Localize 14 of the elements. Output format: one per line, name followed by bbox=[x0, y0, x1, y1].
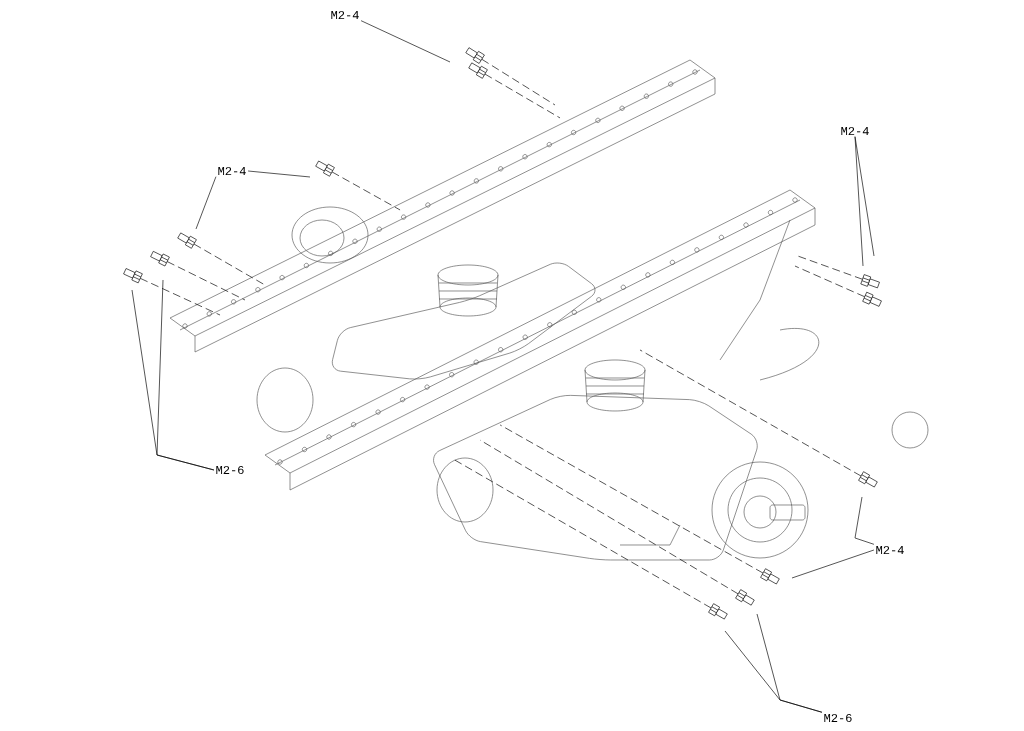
part-label: M2-4 bbox=[218, 167, 246, 175]
leader-line bbox=[854, 136, 864, 267]
part-label: M2-4 bbox=[331, 11, 359, 19]
leader-line bbox=[156, 279, 215, 471]
leader-line bbox=[195, 176, 217, 230]
leader-line bbox=[360, 20, 451, 63]
leader-line bbox=[756, 613, 823, 713]
part-label: M2-6 bbox=[216, 465, 244, 475]
leader-line bbox=[247, 170, 311, 178]
part-label: M2-4 bbox=[876, 546, 904, 554]
leader-line bbox=[791, 549, 875, 579]
part-label: M2-6 bbox=[824, 713, 852, 723]
leader-line bbox=[854, 496, 875, 545]
part-label: M2-4 bbox=[841, 127, 869, 135]
